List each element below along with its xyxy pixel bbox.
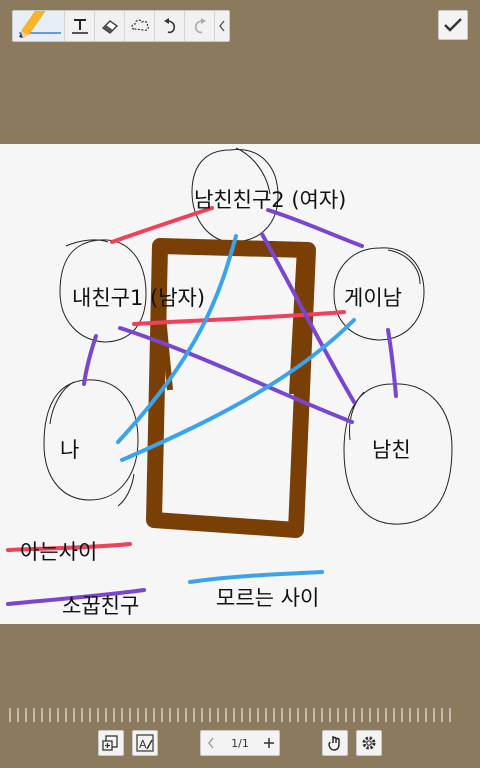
svg-text:A: A — [139, 738, 147, 751]
insert-image-button[interactable] — [98, 730, 124, 756]
legend-strangers-label: 모르는 사이 — [216, 586, 320, 610]
label-my-friend: 내친구1 (남자) — [72, 286, 206, 310]
legend-purple-stroke — [6, 588, 146, 606]
label-gay-man: 게이남 — [344, 286, 402, 310]
page-scroll-ruler[interactable] — [8, 706, 452, 724]
legend-red-stroke — [6, 542, 132, 552]
label-boyfriend: 남친 — [372, 438, 411, 462]
label-me: 나 — [60, 438, 80, 462]
insert-image-icon — [102, 735, 118, 751]
settings-button[interactable] — [356, 730, 382, 756]
sketch-layer — [6, 147, 453, 606]
prev-page-button[interactable] — [201, 731, 221, 755]
drawing-canvas[interactable]: 남친친구2 (여자) 내친구1 (남자) 게이남 나 남친 아는사이 소꿉친구 … — [0, 144, 480, 624]
label-boyfriends-friend: 남친친구2 (여자) — [194, 188, 347, 212]
purple-lines — [82, 208, 398, 424]
lasso-icon — [130, 19, 149, 31]
undo-button[interactable] — [155, 11, 185, 41]
pen-tool-button[interactable] — [13, 11, 65, 41]
circle-right — [333, 247, 425, 341]
chevron-left-icon — [208, 737, 214, 749]
brown-rectangle — [146, 238, 316, 538]
redo-button[interactable] — [185, 11, 215, 41]
red-lines — [110, 206, 346, 326]
eraser-icon — [101, 20, 118, 34]
eraser-tool-button[interactable] — [95, 11, 125, 41]
blue-lines — [116, 234, 356, 462]
circle-me — [43, 379, 139, 507]
plus-icon — [264, 738, 274, 748]
redo-icon — [194, 18, 206, 34]
legend-blue-stroke — [188, 570, 324, 584]
legend-acquaintance-label: 아는사이 — [20, 540, 98, 564]
page-navigator: 1/1 — [200, 730, 280, 756]
hand-pointer-icon — [328, 736, 340, 751]
checkmark-icon — [444, 18, 462, 32]
chevron-left-icon — [219, 20, 225, 32]
drawing-toolbar — [12, 10, 230, 42]
text-icon — [71, 19, 88, 34]
person-circles — [43, 147, 453, 525]
legend-close-friend-label: 소꿉친구 — [62, 594, 140, 618]
pen-icon — [19, 11, 61, 38]
circle-boyfriend — [343, 383, 453, 525]
done-button[interactable] — [438, 10, 468, 40]
undo-icon — [163, 18, 175, 34]
circle-left — [59, 239, 147, 343]
text-tool-button[interactable] — [65, 11, 95, 41]
handwriting-button[interactable]: A — [132, 730, 158, 756]
add-page-button[interactable] — [259, 731, 279, 755]
page-indicator: 1/1 — [231, 736, 249, 750]
lasso-tool-button[interactable] — [125, 11, 155, 41]
gear-icon — [362, 736, 376, 750]
handwriting-icon: A — [136, 734, 154, 752]
collapse-toolbar-button[interactable] — [215, 11, 229, 41]
hand-mode-button[interactable] — [322, 730, 348, 756]
